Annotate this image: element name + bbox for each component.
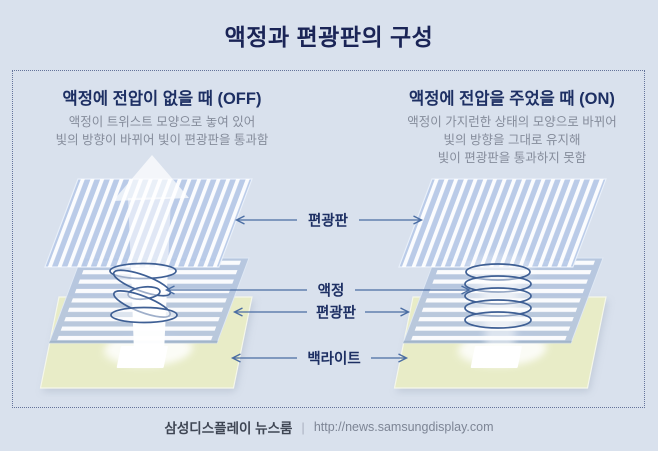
top-polarizer-plate	[398, 178, 607, 268]
light-beam-arrowhead	[113, 155, 189, 201]
layer-label-backlight: 백라이트	[307, 351, 361, 368]
layer-label-polarizer-bottom: 편광판	[315, 305, 357, 322]
diagram-box: 액정에 전압이 없을 때 (OFF) 액정이 트위스트 모양으로 놓여 있어 빛…	[12, 70, 645, 408]
liquid-crystal-twisted-molecules	[109, 262, 178, 324]
lcd-stack-on	[393, 178, 609, 392]
light-beam-upper	[128, 197, 171, 268]
on-state-description-line: 액정이 가지런한 상태의 모양으로 바뀌어	[407, 115, 617, 129]
footer-source-name: 삼성디스플레이 뉴스룸	[164, 421, 293, 436]
page-title: 액정과 편광판의 구성	[224, 24, 434, 50]
footer-url: http://news.samsungdisplay.com	[313, 420, 494, 434]
on-state-heading: 액정에 전압을 주었을 때 (ON)	[409, 90, 615, 108]
off-state-heading: 액정에 전압이 없을 때 (OFF)	[62, 90, 262, 108]
layer-connector-arrows	[164, 215, 472, 363]
layer-label-polarizer-top: 편광판	[307, 213, 349, 230]
on-state-description-line: 빛의 방향을 그대로 유지해	[443, 133, 581, 147]
footer-credit: 삼성디스플레이 뉴스룸 | http://news.samsungdisplay…	[0, 417, 658, 437]
liquid-crystal-aligned-molecules	[464, 263, 532, 329]
lcd-structure-diagram	[39, 155, 609, 392]
on-state-description-line: 빛이 편광판을 통과하지 못함	[437, 151, 587, 165]
on-state-description: 액정이 가지런한 상태의 모양으로 바뀌어 빛의 방향을 그대로 유지해 빛이 …	[362, 113, 658, 167]
off-state-description-line: 액정이 트위스트 모양으로 놓여 있어	[68, 115, 256, 129]
lcd-stack-off	[39, 155, 255, 392]
off-state-description-line: 빛의 방향이 바뀌어 빛이 편광판을 통과함	[55, 133, 269, 147]
off-state-description: 액정이 트위스트 모양으로 놓여 있어 빛의 방향이 바뀌어 빛이 편광판을 통…	[12, 113, 312, 149]
footer-separator: |	[301, 419, 305, 435]
layer-label-liquid-crystal: 액정	[317, 283, 345, 300]
